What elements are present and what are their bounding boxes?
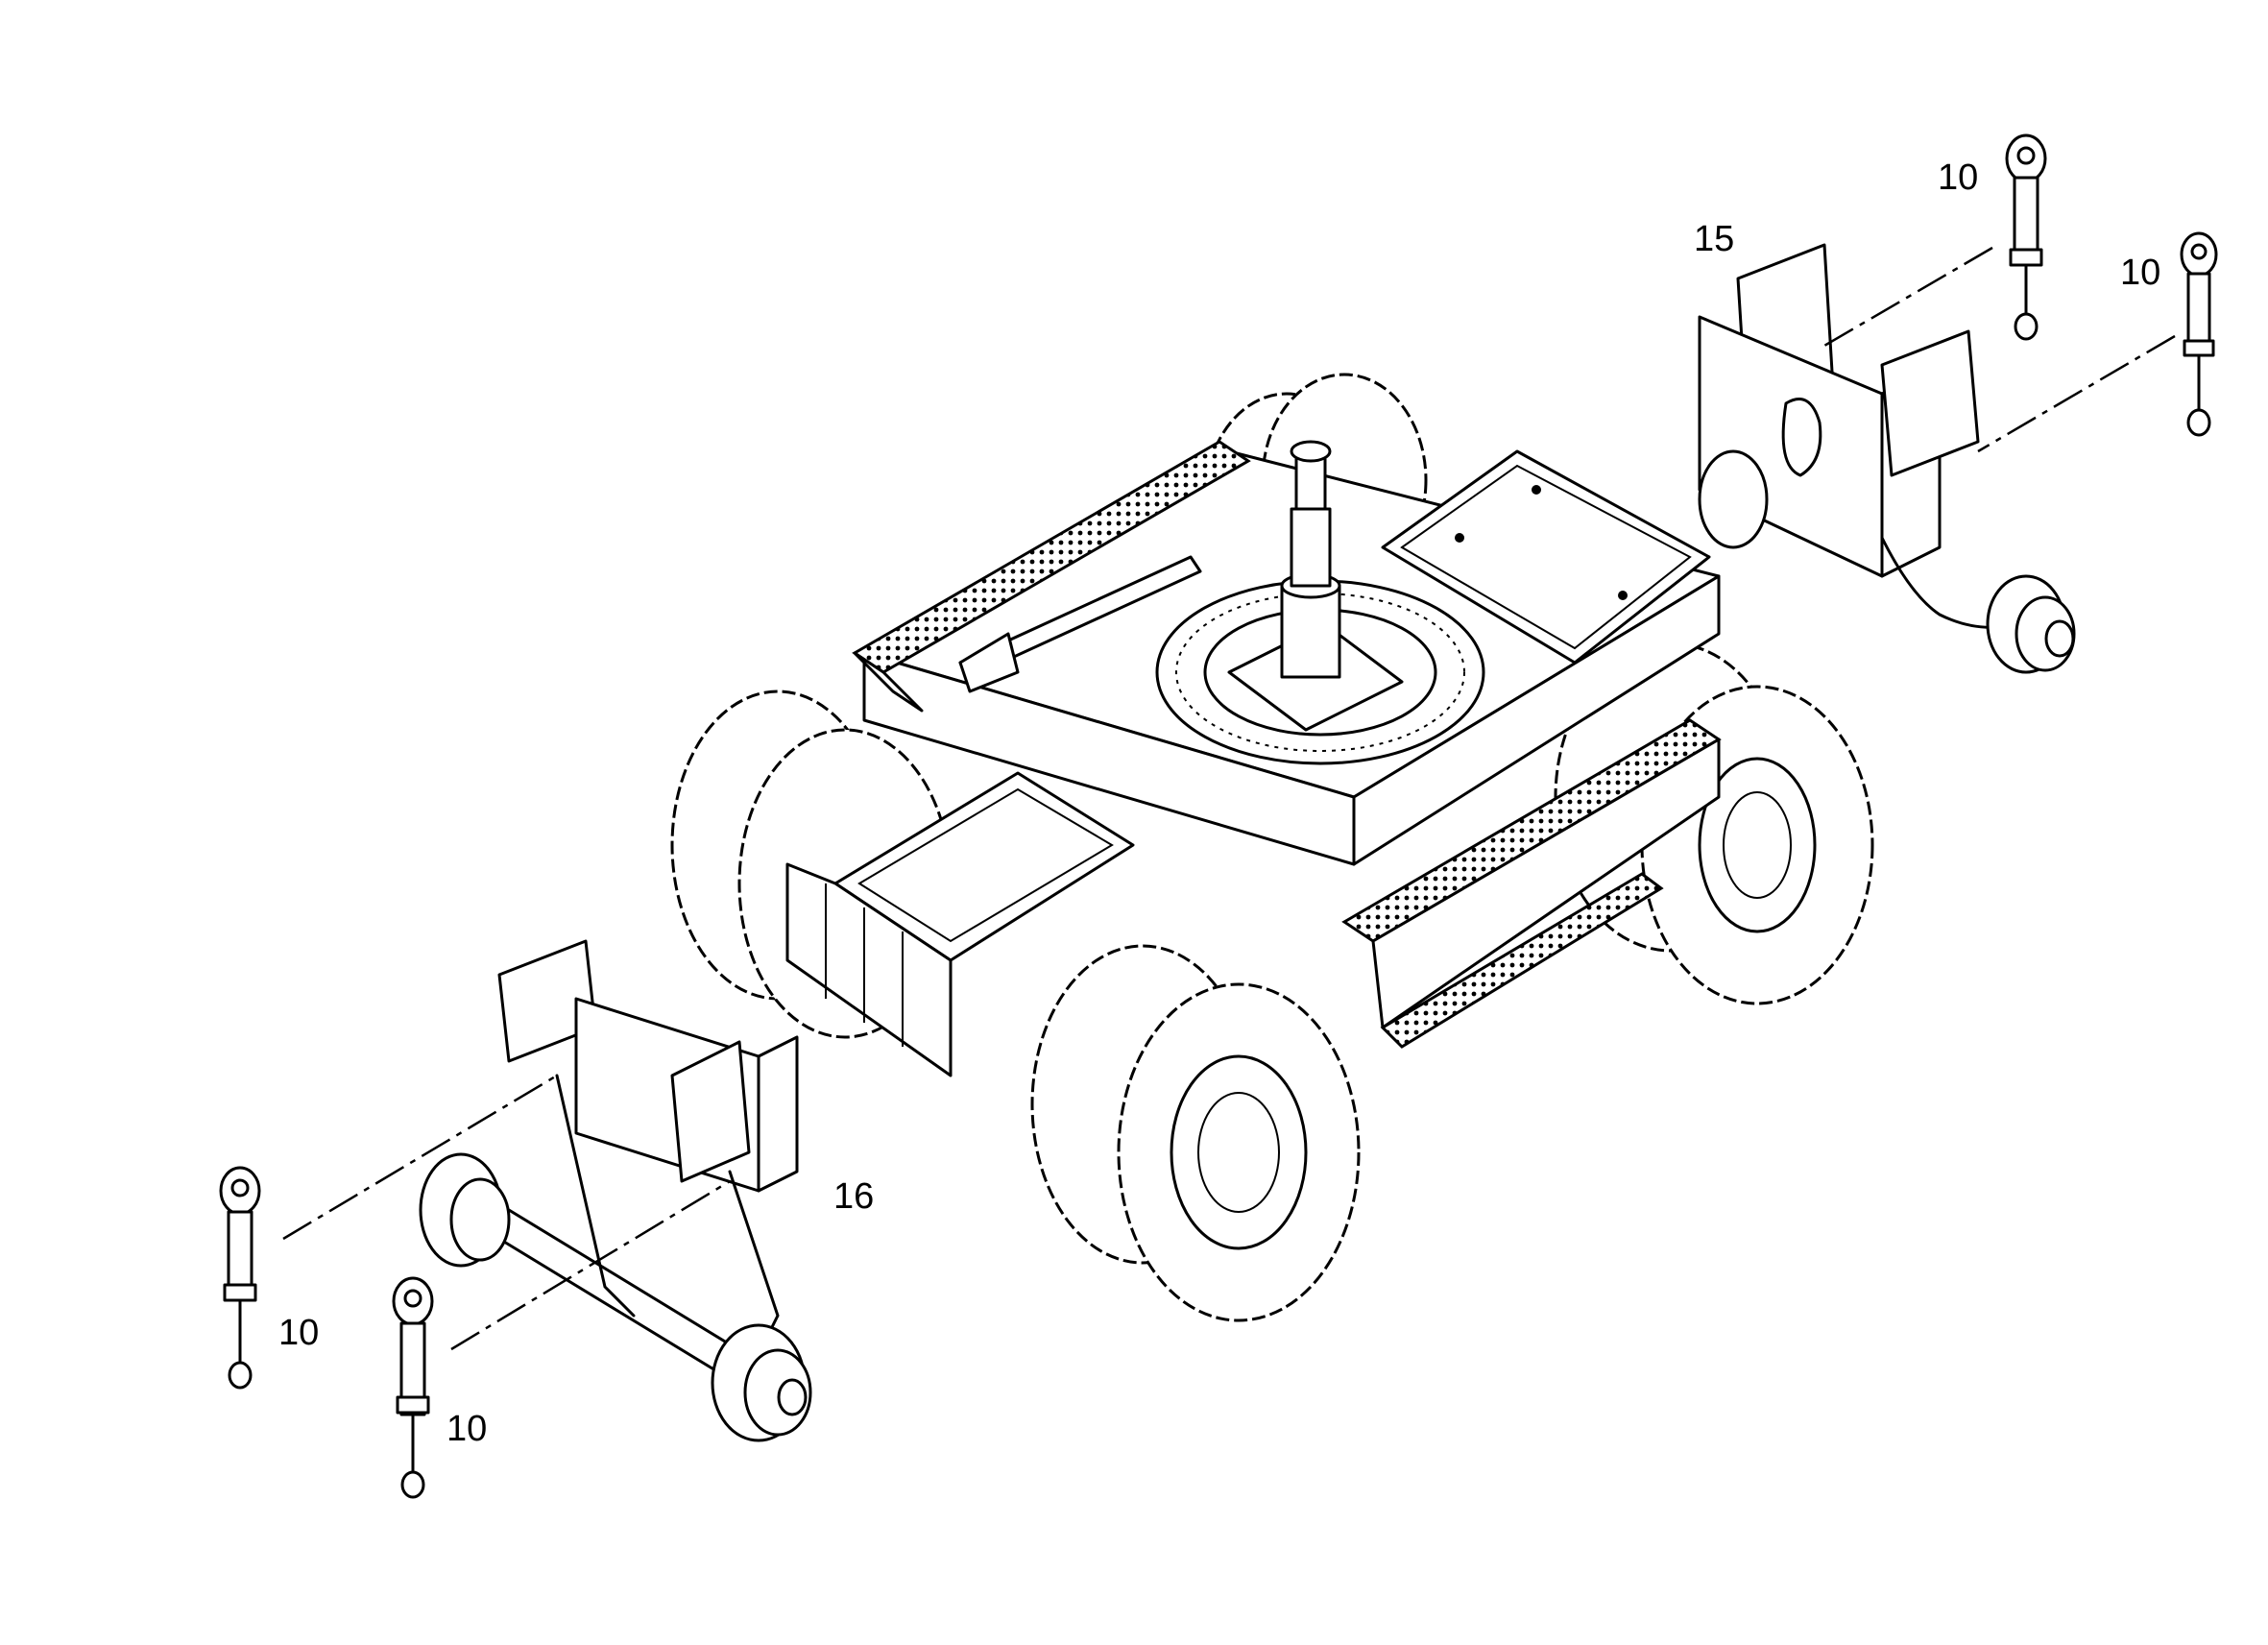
vehicle-chassis xyxy=(670,373,1874,1322)
front-tray-box xyxy=(785,771,1135,1077)
cylinder-top-right-a xyxy=(2005,133,2047,341)
cylinder-bottom-left-a xyxy=(219,1166,261,1390)
callout-bottom-left-cylinder-b: 10 xyxy=(446,1409,487,1449)
deck-hydraulic-cylinder xyxy=(958,555,1202,693)
rear-axle-assembly xyxy=(1698,243,2076,674)
cylinder-top-right-b xyxy=(2180,231,2218,437)
callout-top-right-cylinder-a: 10 xyxy=(1938,157,1978,198)
rear-deck-plate xyxy=(1381,449,1711,665)
cylinder-bottom-left-b xyxy=(392,1276,434,1499)
exploded-view-dash-lines xyxy=(282,246,2176,1351)
swivel-column xyxy=(1280,440,1341,679)
front-walkway-grating xyxy=(1341,718,1722,1049)
callout-rear-axle-assembly: 15 xyxy=(1694,219,1734,259)
left-walkway-grating xyxy=(852,440,1251,713)
callout-front-axle-assembly: 16 xyxy=(833,1176,874,1217)
front-axle-assembly xyxy=(419,939,812,1442)
callout-bottom-left-cylinder-a: 10 xyxy=(278,1313,319,1353)
callout-top-right-cylinder-b: 10 xyxy=(2120,253,2160,293)
front-right-tire-pair xyxy=(1030,944,1361,1322)
